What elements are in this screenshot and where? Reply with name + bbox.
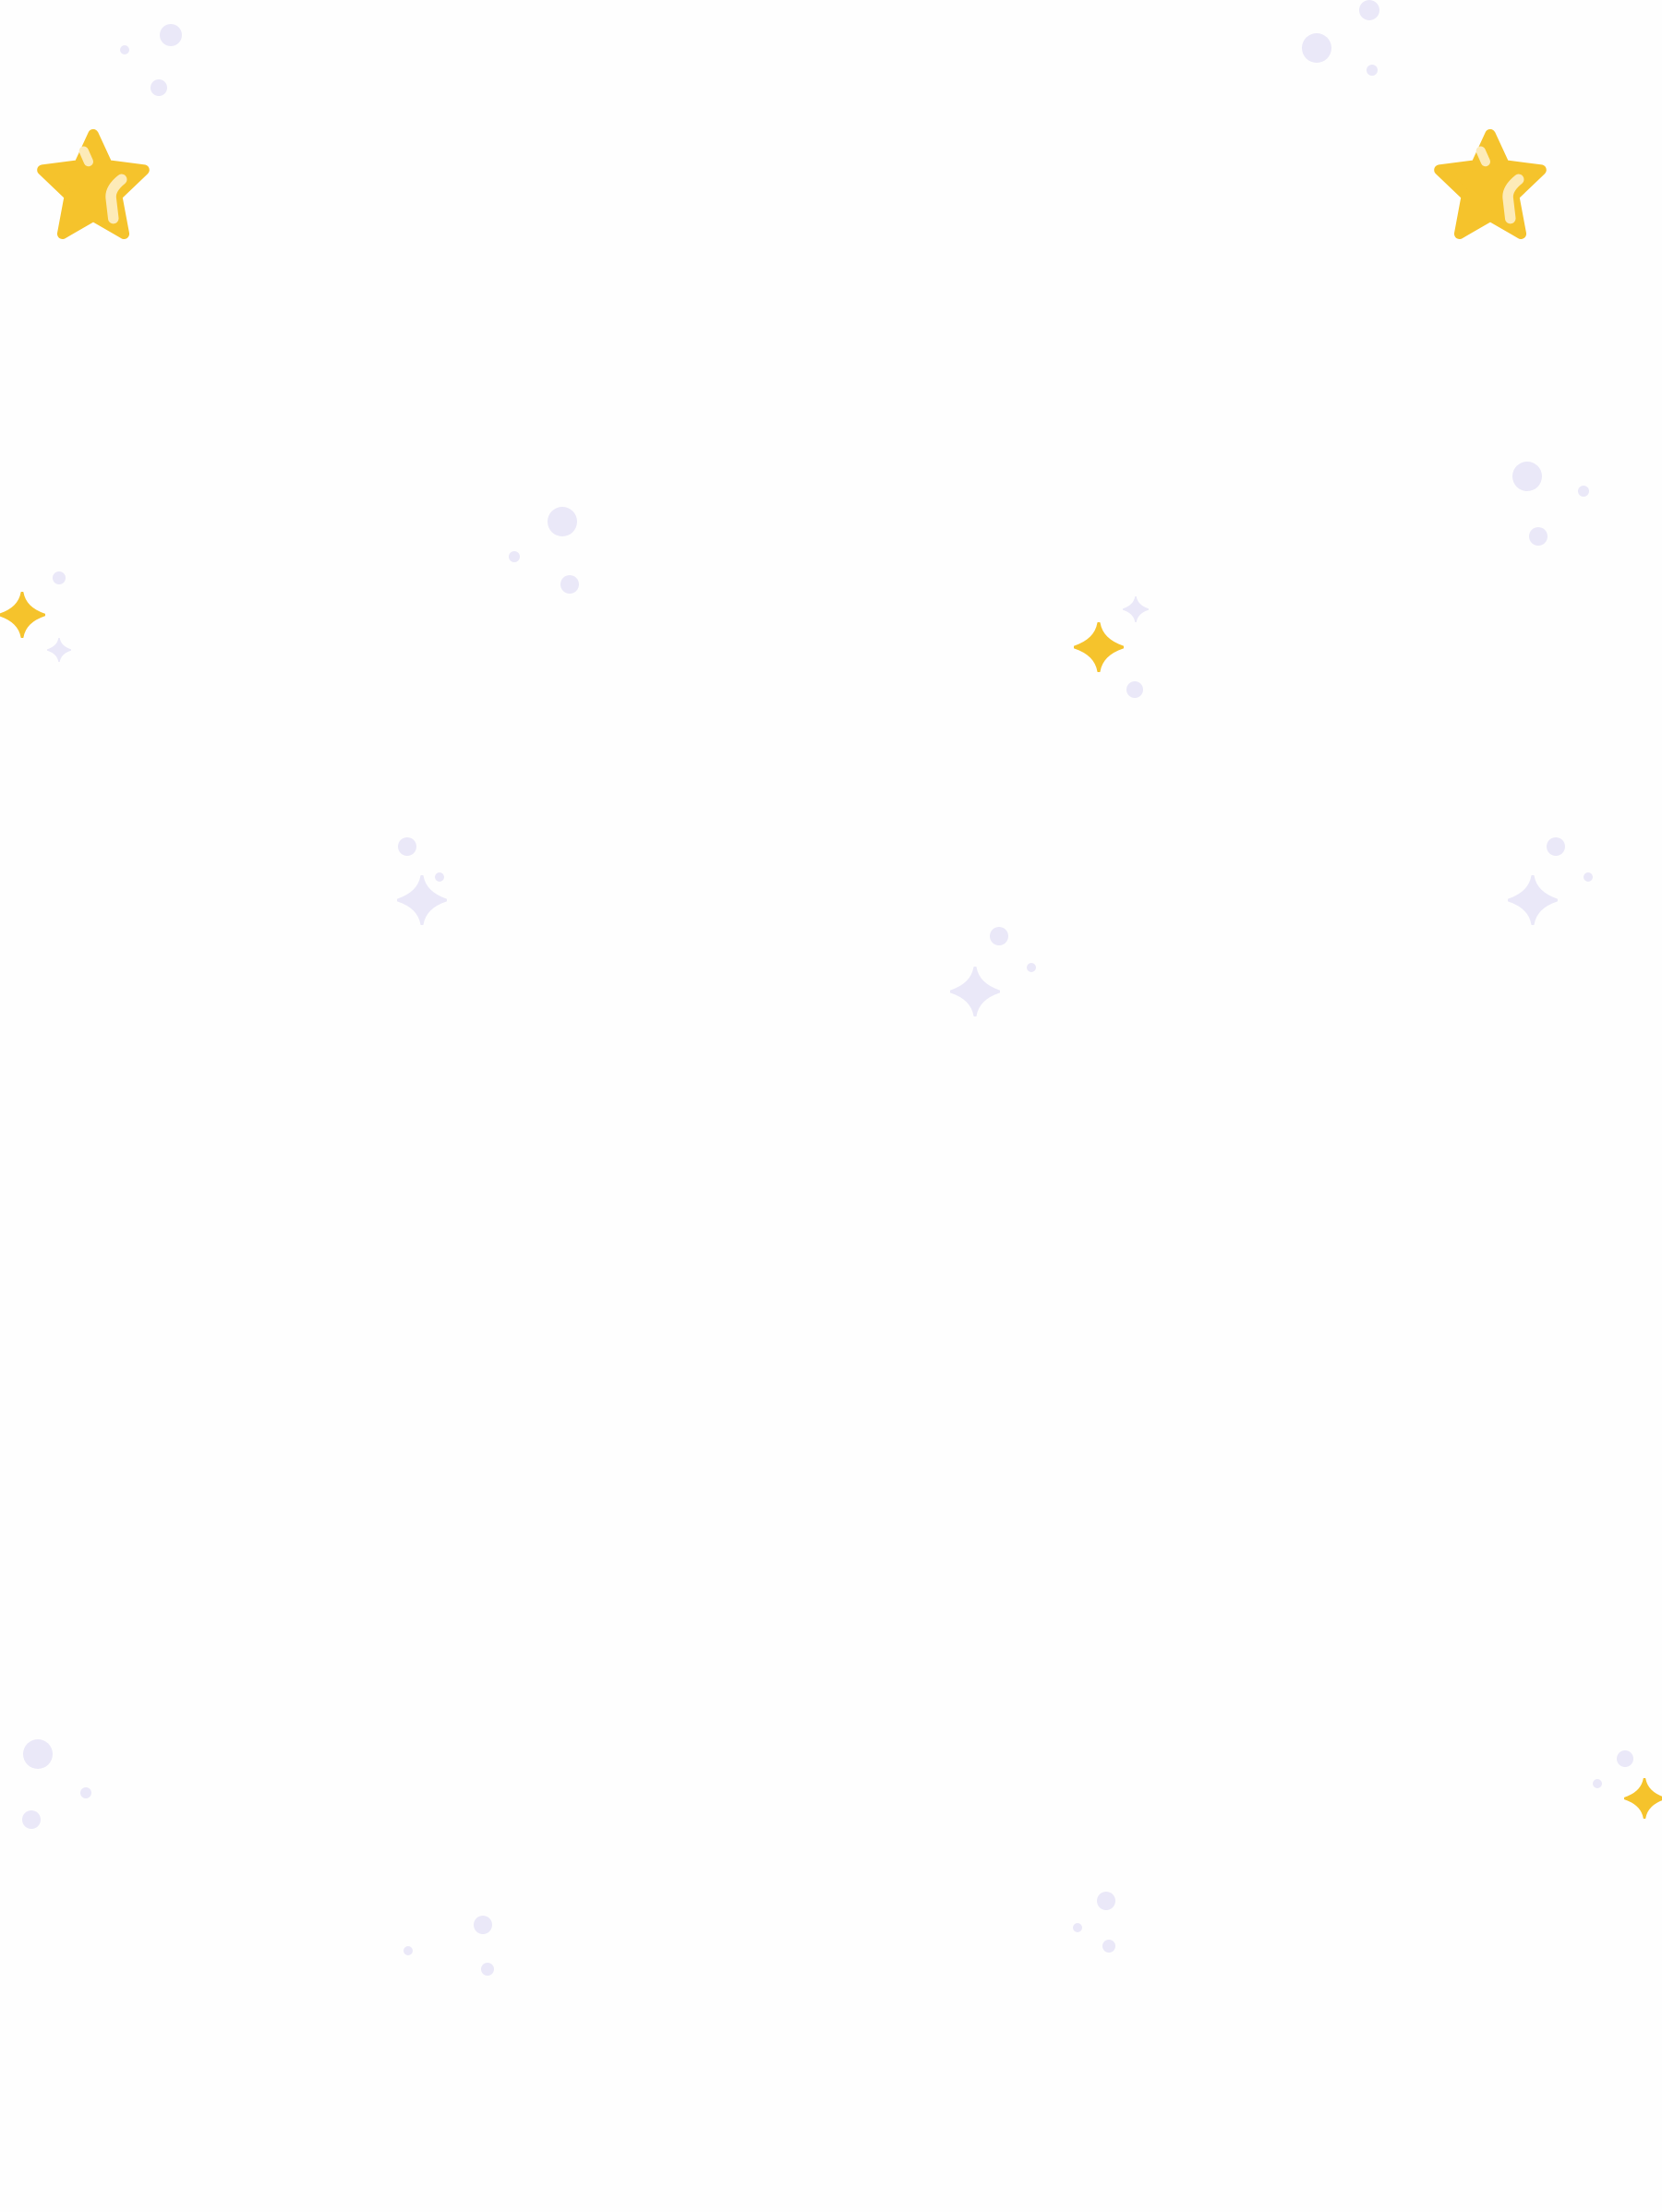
dot bbox=[1097, 1892, 1115, 1910]
star-icon bbox=[1434, 128, 1547, 239]
dot bbox=[509, 551, 520, 562]
dot bbox=[1359, 0, 1379, 20]
sparkle-icon bbox=[1508, 875, 1558, 925]
dot bbox=[80, 1787, 91, 1798]
dot bbox=[1584, 872, 1593, 882]
dot bbox=[120, 45, 129, 54]
sparkle-icon bbox=[950, 967, 1000, 1016]
sparkle-icon bbox=[1123, 596, 1149, 622]
dot bbox=[1512, 462, 1542, 491]
dot bbox=[1027, 963, 1036, 972]
dot bbox=[1578, 486, 1589, 497]
dot bbox=[22, 1810, 41, 1829]
dot bbox=[1367, 65, 1378, 76]
dot bbox=[560, 575, 579, 594]
dot bbox=[481, 1963, 494, 1976]
dot bbox=[160, 24, 182, 46]
dot bbox=[1102, 1940, 1115, 1953]
dot bbox=[53, 571, 66, 584]
dot bbox=[1302, 33, 1331, 63]
dot bbox=[1547, 837, 1565, 856]
dot bbox=[1126, 681, 1143, 698]
sparkle-icon bbox=[47, 638, 71, 662]
sparkle-icon bbox=[1624, 1778, 1662, 1819]
dot bbox=[403, 1946, 413, 1955]
dot bbox=[1593, 1779, 1602, 1788]
sparkle-icon bbox=[397, 875, 447, 925]
dot bbox=[398, 837, 416, 856]
dot bbox=[435, 872, 444, 882]
dot bbox=[474, 1916, 492, 1934]
dot bbox=[1073, 1923, 1082, 1932]
dot bbox=[1529, 527, 1548, 546]
star-icon bbox=[37, 128, 150, 239]
dot bbox=[990, 927, 1008, 945]
dot bbox=[1617, 1750, 1633, 1767]
dot bbox=[151, 79, 167, 96]
dot bbox=[23, 1739, 53, 1769]
sparkle-icon bbox=[1074, 622, 1124, 672]
sparkle-icon bbox=[0, 592, 45, 638]
dot bbox=[548, 507, 577, 536]
